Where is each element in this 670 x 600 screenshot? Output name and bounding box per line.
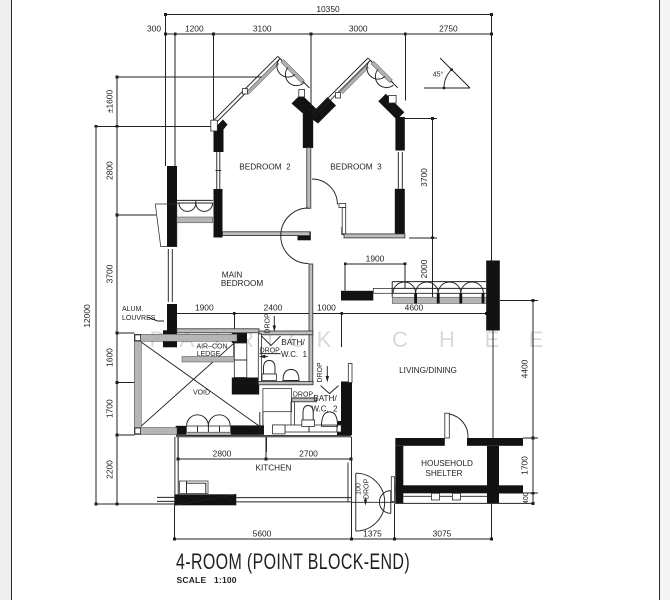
svg-text:DROP: DROP <box>364 479 371 500</box>
svg-text:3075: 3075 <box>433 528 452 538</box>
svg-text:BATH/: BATH/ <box>313 394 337 403</box>
svg-text:LIVING/DINING: LIVING/DINING <box>399 366 457 375</box>
svg-text:DROP: DROP <box>317 362 324 383</box>
svg-text:1700: 1700 <box>105 399 115 418</box>
svg-text:E: E <box>529 327 544 352</box>
svg-text:DROP: DROP <box>293 392 314 399</box>
svg-text:BEDROOM 3: BEDROOM 3 <box>330 163 382 172</box>
svg-text:SCALE 1:100: SCALE 1:100 <box>177 575 237 585</box>
svg-text:1000: 1000 <box>317 303 336 313</box>
svg-text:3700: 3700 <box>105 264 115 283</box>
svg-text:H: H <box>439 327 455 352</box>
svg-text:I: I <box>267 327 273 352</box>
svg-text:LEDGE: LEDGE <box>197 351 221 358</box>
svg-text:2200: 2200 <box>105 460 115 479</box>
svg-text:VOID: VOID <box>193 390 210 397</box>
svg-text:SHELTER: SHELTER <box>425 469 462 478</box>
svg-text:5600: 5600 <box>253 528 272 538</box>
svg-text:1900: 1900 <box>366 253 385 263</box>
svg-text:3000: 3000 <box>349 24 368 34</box>
svg-text:2750: 2750 <box>439 24 458 34</box>
svg-text:2700: 2700 <box>299 448 318 458</box>
svg-text:W.C. 2: W.C. 2 <box>312 405 338 414</box>
svg-text:2800: 2800 <box>213 448 232 458</box>
svg-text:BATH/: BATH/ <box>281 338 305 347</box>
svg-text:45°: 45° <box>433 71 444 79</box>
svg-text:4400: 4400 <box>520 359 530 378</box>
svg-text:C: C <box>392 327 408 352</box>
svg-text:1200: 1200 <box>185 24 204 34</box>
svg-text:3700: 3700 <box>419 168 429 187</box>
svg-text:AIR–CON: AIR–CON <box>196 344 227 351</box>
svg-text:HOUSEHOLD: HOUSEHOLD <box>421 459 473 468</box>
svg-text:BEDROOM 2: BEDROOM 2 <box>239 163 291 172</box>
svg-text:E: E <box>485 327 500 352</box>
svg-text:±1600: ±1600 <box>105 90 115 114</box>
svg-text:100: 100 <box>356 483 363 495</box>
svg-text:2800: 2800 <box>105 161 115 180</box>
svg-text:1600: 1600 <box>105 348 115 367</box>
svg-text:1700: 1700 <box>520 456 530 475</box>
svg-text:3100: 3100 <box>253 24 272 34</box>
svg-text:4600: 4600 <box>405 303 424 313</box>
svg-text:W.C. 1: W.C. 1 <box>281 350 307 359</box>
svg-text:1900: 1900 <box>195 303 214 313</box>
svg-text:300: 300 <box>147 24 161 34</box>
svg-text:ALUM.: ALUM. <box>122 306 143 313</box>
svg-text:MAIN: MAIN <box>222 271 243 280</box>
svg-text:4-ROOM (POINT BLOCK-END): 4-ROOM (POINT BLOCK-END) <box>176 549 410 574</box>
svg-text:400: 400 <box>523 492 530 504</box>
svg-text:BEDROOM: BEDROOM <box>221 279 263 288</box>
svg-text:2400: 2400 <box>264 303 283 313</box>
svg-text:2000: 2000 <box>419 259 429 278</box>
svg-text:DROP: DROP <box>265 313 272 334</box>
svg-text:12000: 12000 <box>82 304 92 328</box>
svg-text:K: K <box>317 327 332 352</box>
svg-text:LOUVRES: LOUVRES <box>122 315 156 322</box>
svg-text:KITCHEN: KITCHEN <box>256 464 292 473</box>
svg-text:10350: 10350 <box>316 4 340 14</box>
svg-text:1375: 1375 <box>363 528 382 538</box>
svg-text:DROP: DROP <box>260 347 281 354</box>
